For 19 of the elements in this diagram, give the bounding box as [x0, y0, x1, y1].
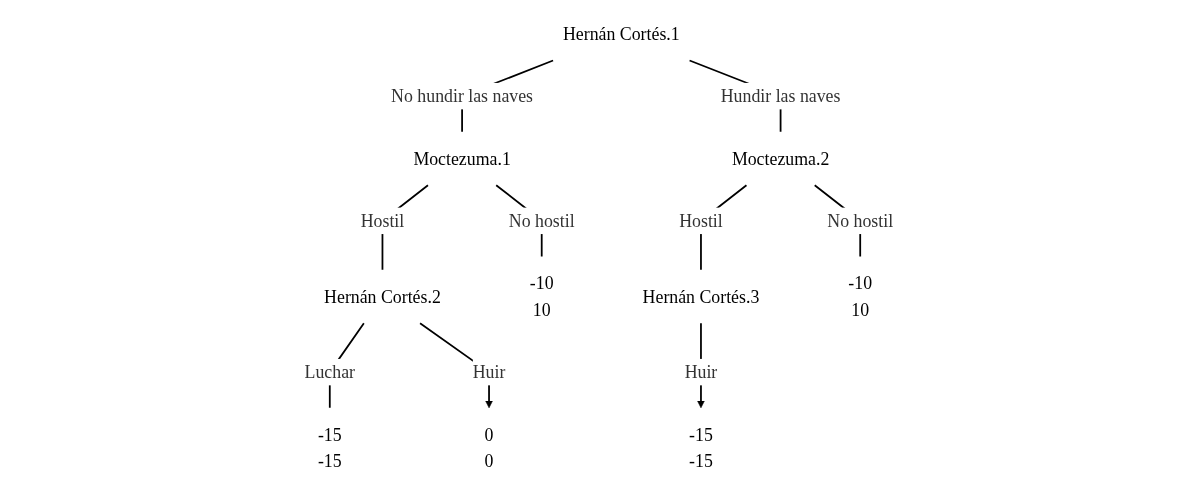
- edge-label: Hostil: [679, 211, 723, 231]
- node-text: -10 10: [848, 273, 873, 320]
- edge-label: No hostil: [508, 211, 575, 231]
- node-text: Moctezuma.1: [413, 148, 511, 169]
- edge-label: No hostil: [827, 211, 894, 231]
- node-text: 0 0: [484, 424, 494, 471]
- node-text: -15 -15: [689, 424, 713, 471]
- node-text: Hernán Cortés.2: [324, 286, 441, 307]
- edge-label: Luchar: [304, 362, 355, 382]
- edge-label: Huir: [684, 362, 718, 382]
- node-text: -15 -15: [317, 424, 342, 471]
- node-text: Hernán Cortés.3: [642, 286, 760, 307]
- edge-label: Hostil: [360, 211, 405, 231]
- node-text: -10 10: [529, 273, 554, 320]
- edge-label: No hundir las naves: [391, 86, 534, 106]
- edge-label: Huir: [472, 362, 506, 382]
- node-text: Moctezuma.2: [731, 148, 830, 169]
- node-text: Hernán Cortés.1: [562, 24, 680, 44]
- edge-label: Hundir las naves: [720, 86, 841, 106]
